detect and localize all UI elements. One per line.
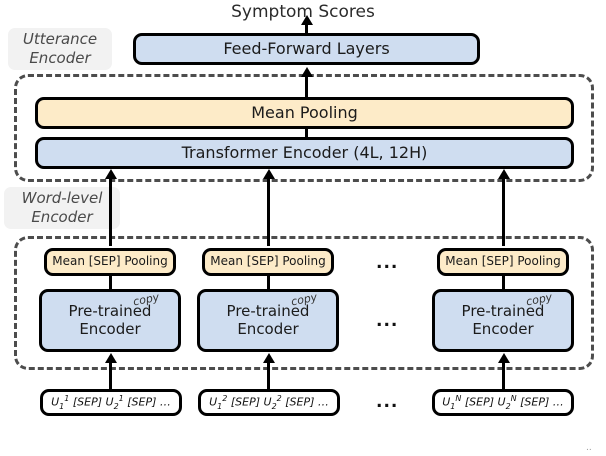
feed-forward-layers-block[interactable]: Feed-Forward Layers [133,33,480,65]
transformer-encoder-block[interactable]: Transformer Encoder (4L, 12H) [35,137,574,169]
feed-forward-layers-label: Feed-Forward Layers [223,38,390,58]
utterance-encoder-label-line1: Utterance [22,30,98,48]
pretrained-encoder-line2-3: Encoder [472,319,534,338]
pretrained-encoder-line1-1: Pre-trained [68,302,152,321]
page-artifact: .. [586,443,592,453]
connector-transformer-to-meanpool [305,129,308,139]
sep-pooling-block-1[interactable]: Mean [SEP] Pooling [44,248,176,276]
input-formula-1: U11 [SEP] U21 [SEP] … [51,393,171,411]
arrow-col2-to-transformer [267,178,270,246]
input-block-3[interactable]: U1N [SEP] U2N [SEP] … [432,389,574,416]
arrow-ffn-to-output [305,24,308,39]
arrow-col3-to-transformer [502,178,505,246]
arrow-col1-to-transformer [109,178,112,246]
mean-pooling-block[interactable]: Mean Pooling [35,97,574,129]
sep-pooling-block-2[interactable]: Mean [SEP] Pooling [202,248,334,276]
input-formula-2: U12 [SEP] U22 [SEP] … [209,393,329,411]
input-block-2[interactable]: U12 [SEP] U22 [SEP] … [198,389,340,416]
pretrained-encoder-label-1: Pre-trained Encoder [68,302,152,338]
pretrained-encoder-line2-1: Encoder [79,319,141,338]
sep-pooling-label-1: Mean [SEP] Pooling [52,254,168,269]
input-formula-3: U1N [SEP] U2N [SEP] … [442,393,564,411]
pretrained-encoder-block-3[interactable]: Pre-trained Encoder [432,289,574,352]
pretrained-encoder-label-3: Pre-trained Encoder [461,302,545,338]
pretrained-encoder-line1-2: Pre-trained [226,302,310,321]
sep-pooling-block-3[interactable]: Mean [SEP] Pooling [437,248,569,276]
utterance-encoder-label-line2: Encoder [29,48,91,67]
arrow-input3-to-encoder3 [502,362,505,390]
pretrained-encoder-block-1[interactable]: Pre-trained Encoder [39,289,181,352]
connector-encoder3-to-seppool3 [502,276,505,290]
ellipsis-sep-pooling-row: ... [376,253,399,273]
arrow-meanpool-to-ffn [305,76,308,98]
word-level-encoder-label-line1: Word-level [21,189,103,207]
sep-pooling-label-3: Mean [SEP] Pooling [445,254,561,269]
pretrained-encoder-block-2[interactable]: Pre-trained Encoder [197,289,339,352]
sep-pooling-label-2: Mean [SEP] Pooling [210,254,326,269]
ellipsis-encoder-row: ... [376,311,399,331]
word-level-encoder-group [14,236,594,370]
pretrained-encoder-line2-2: Encoder [237,319,299,338]
word-level-encoder-label: Word-level Encoder [4,187,120,229]
arrow-input2-to-encoder2 [267,362,270,390]
utterance-encoder-label: Utterance Encoder [8,28,112,70]
word-level-encoder-label-line2: Encoder [31,207,93,226]
pretrained-encoder-line1-3: Pre-trained [461,302,545,321]
ellipsis-input-row: ... [376,392,399,412]
connector-encoder1-to-seppool1 [109,276,112,290]
transformer-encoder-label: Transformer Encoder (4L, 12H) [181,142,428,162]
input-block-1[interactable]: U11 [SEP] U21 [SEP] … [40,389,182,416]
pretrained-encoder-label-2: Pre-trained Encoder [226,302,310,338]
mean-pooling-label: Mean Pooling [251,102,358,122]
arrow-input1-to-encoder1 [109,362,112,390]
connector-encoder2-to-seppool2 [267,276,270,290]
output-label: Symptom Scores [231,2,375,22]
